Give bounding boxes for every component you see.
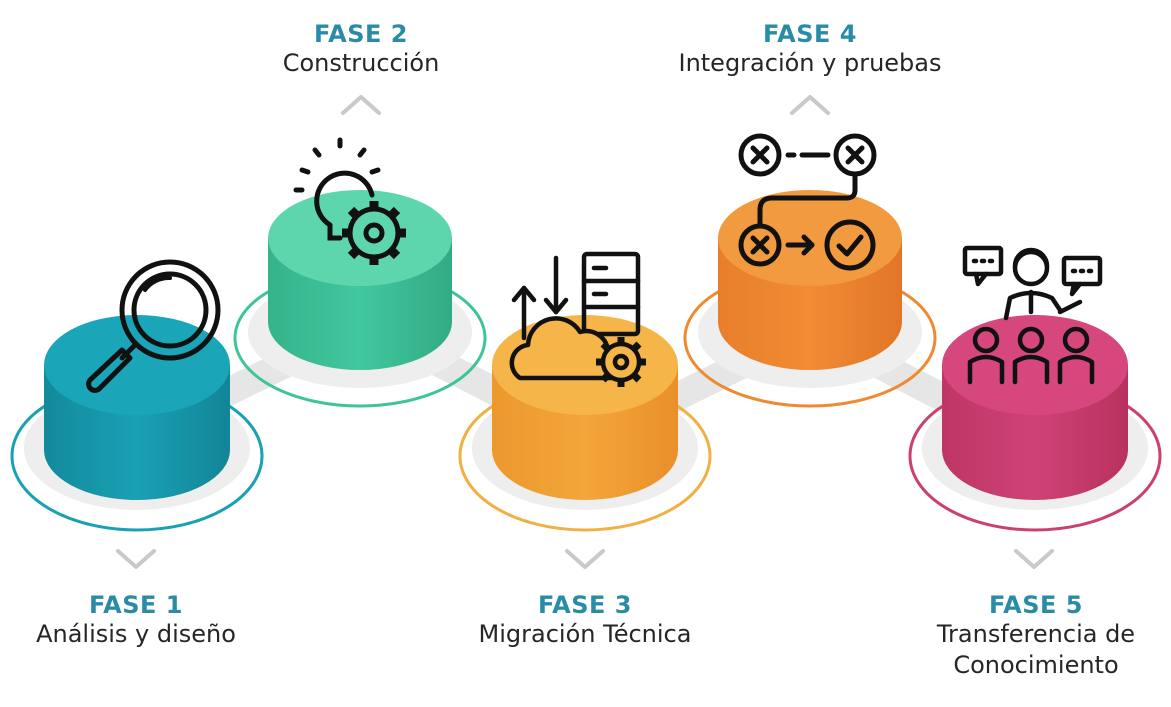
phase-4-label: FASE 4 Integración y pruebas [640, 20, 980, 79]
phase-2-name: Construcción [282, 49, 440, 77]
magnifier-icon [86, 259, 221, 393]
presenter-audience-icon [962, 245, 1103, 385]
chevron-up-icon [790, 95, 830, 115]
test-flow-icon [738, 133, 877, 271]
phase-3-number: FASE 3 [538, 591, 632, 619]
chevrons [116, 95, 1054, 569]
phase-5-label: FASE 5 Transferencia de Conocimiento [905, 591, 1167, 681]
phase-1-number: FASE 1 [89, 591, 183, 619]
phase-5-cylinder [908, 315, 1162, 532]
phase-2-number: FASE 2 [314, 20, 408, 48]
chevron-up-icon [341, 95, 381, 115]
phase-5-number: FASE 5 [989, 591, 1083, 619]
chevron-down-icon [1014, 549, 1054, 569]
lightbulb-gear-icon [293, 137, 406, 265]
chevron-down-icon [116, 549, 156, 569]
phase-3-name: Migración Técnica [478, 620, 692, 648]
phase-1-name: Análisis y diseño [36, 620, 236, 648]
chevron-down-icon [565, 549, 605, 569]
phase-2-cylinder [233, 190, 487, 408]
phase-2-label: FASE 2 Construcción [240, 20, 482, 79]
phase-1-label: FASE 1 Análisis y diseño [10, 591, 262, 650]
cloud-server-icon [509, 251, 646, 387]
phase-3-label: FASE 3 Migración Técnica [450, 591, 720, 650]
phase-4-number: FASE 4 [763, 20, 857, 48]
phase-4-name: Integración y pruebas [678, 49, 942, 77]
phase-5-name: Transferencia de Conocimiento [936, 620, 1136, 679]
